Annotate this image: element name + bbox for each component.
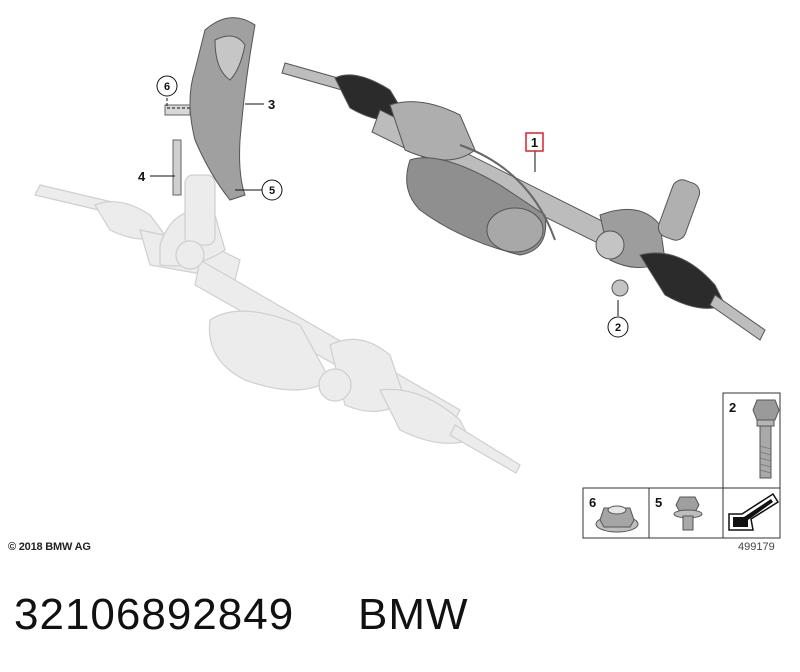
callout-3[interactable]: 3 (268, 97, 275, 112)
fastener-legend (582, 392, 781, 539)
leader-lines (150, 98, 619, 316)
steering-rack[interactable] (281, 62, 766, 341)
callout-6-circle (156, 75, 178, 97)
flange-screw-icon (673, 496, 703, 531)
callout-1-label: 1 (531, 135, 538, 150)
brand-name: BMW (358, 590, 469, 639)
callout-2-circle (607, 316, 629, 338)
copyright-notice: © 2018 BMW AG (8, 541, 91, 553)
callout-4[interactable]: 4 (138, 169, 146, 184)
callout-1[interactable]: 1 (525, 132, 544, 152)
direction-arrow-icon (728, 492, 780, 531)
callout-5-label: 5 (269, 185, 275, 197)
bolt-icon (752, 399, 780, 479)
legend-nut-label: 6 (589, 495, 596, 510)
legend-screw-label: 5 (655, 495, 662, 510)
callout-6-label: 6 (164, 81, 170, 93)
callout-2[interactable]: 2 (607, 316, 629, 338)
flange-nut-icon (595, 505, 639, 533)
diagram-id: 499179 (738, 541, 775, 553)
callout-2-label: 2 (615, 322, 621, 334)
callout-4-label: 4 (138, 169, 146, 184)
callout-1-box (525, 132, 544, 152)
callout-5[interactable]: 5 (261, 179, 283, 201)
callout-3-label: 3 (268, 97, 275, 112)
legend-bolt-label: 2 (729, 400, 736, 415)
callout-6[interactable]: 6 (156, 75, 178, 97)
ghost-steering-rack (34, 174, 521, 474)
part-number: 32106892849 (14, 590, 295, 639)
callout-5-circle (261, 179, 283, 201)
heat-shield[interactable] (189, 17, 256, 201)
